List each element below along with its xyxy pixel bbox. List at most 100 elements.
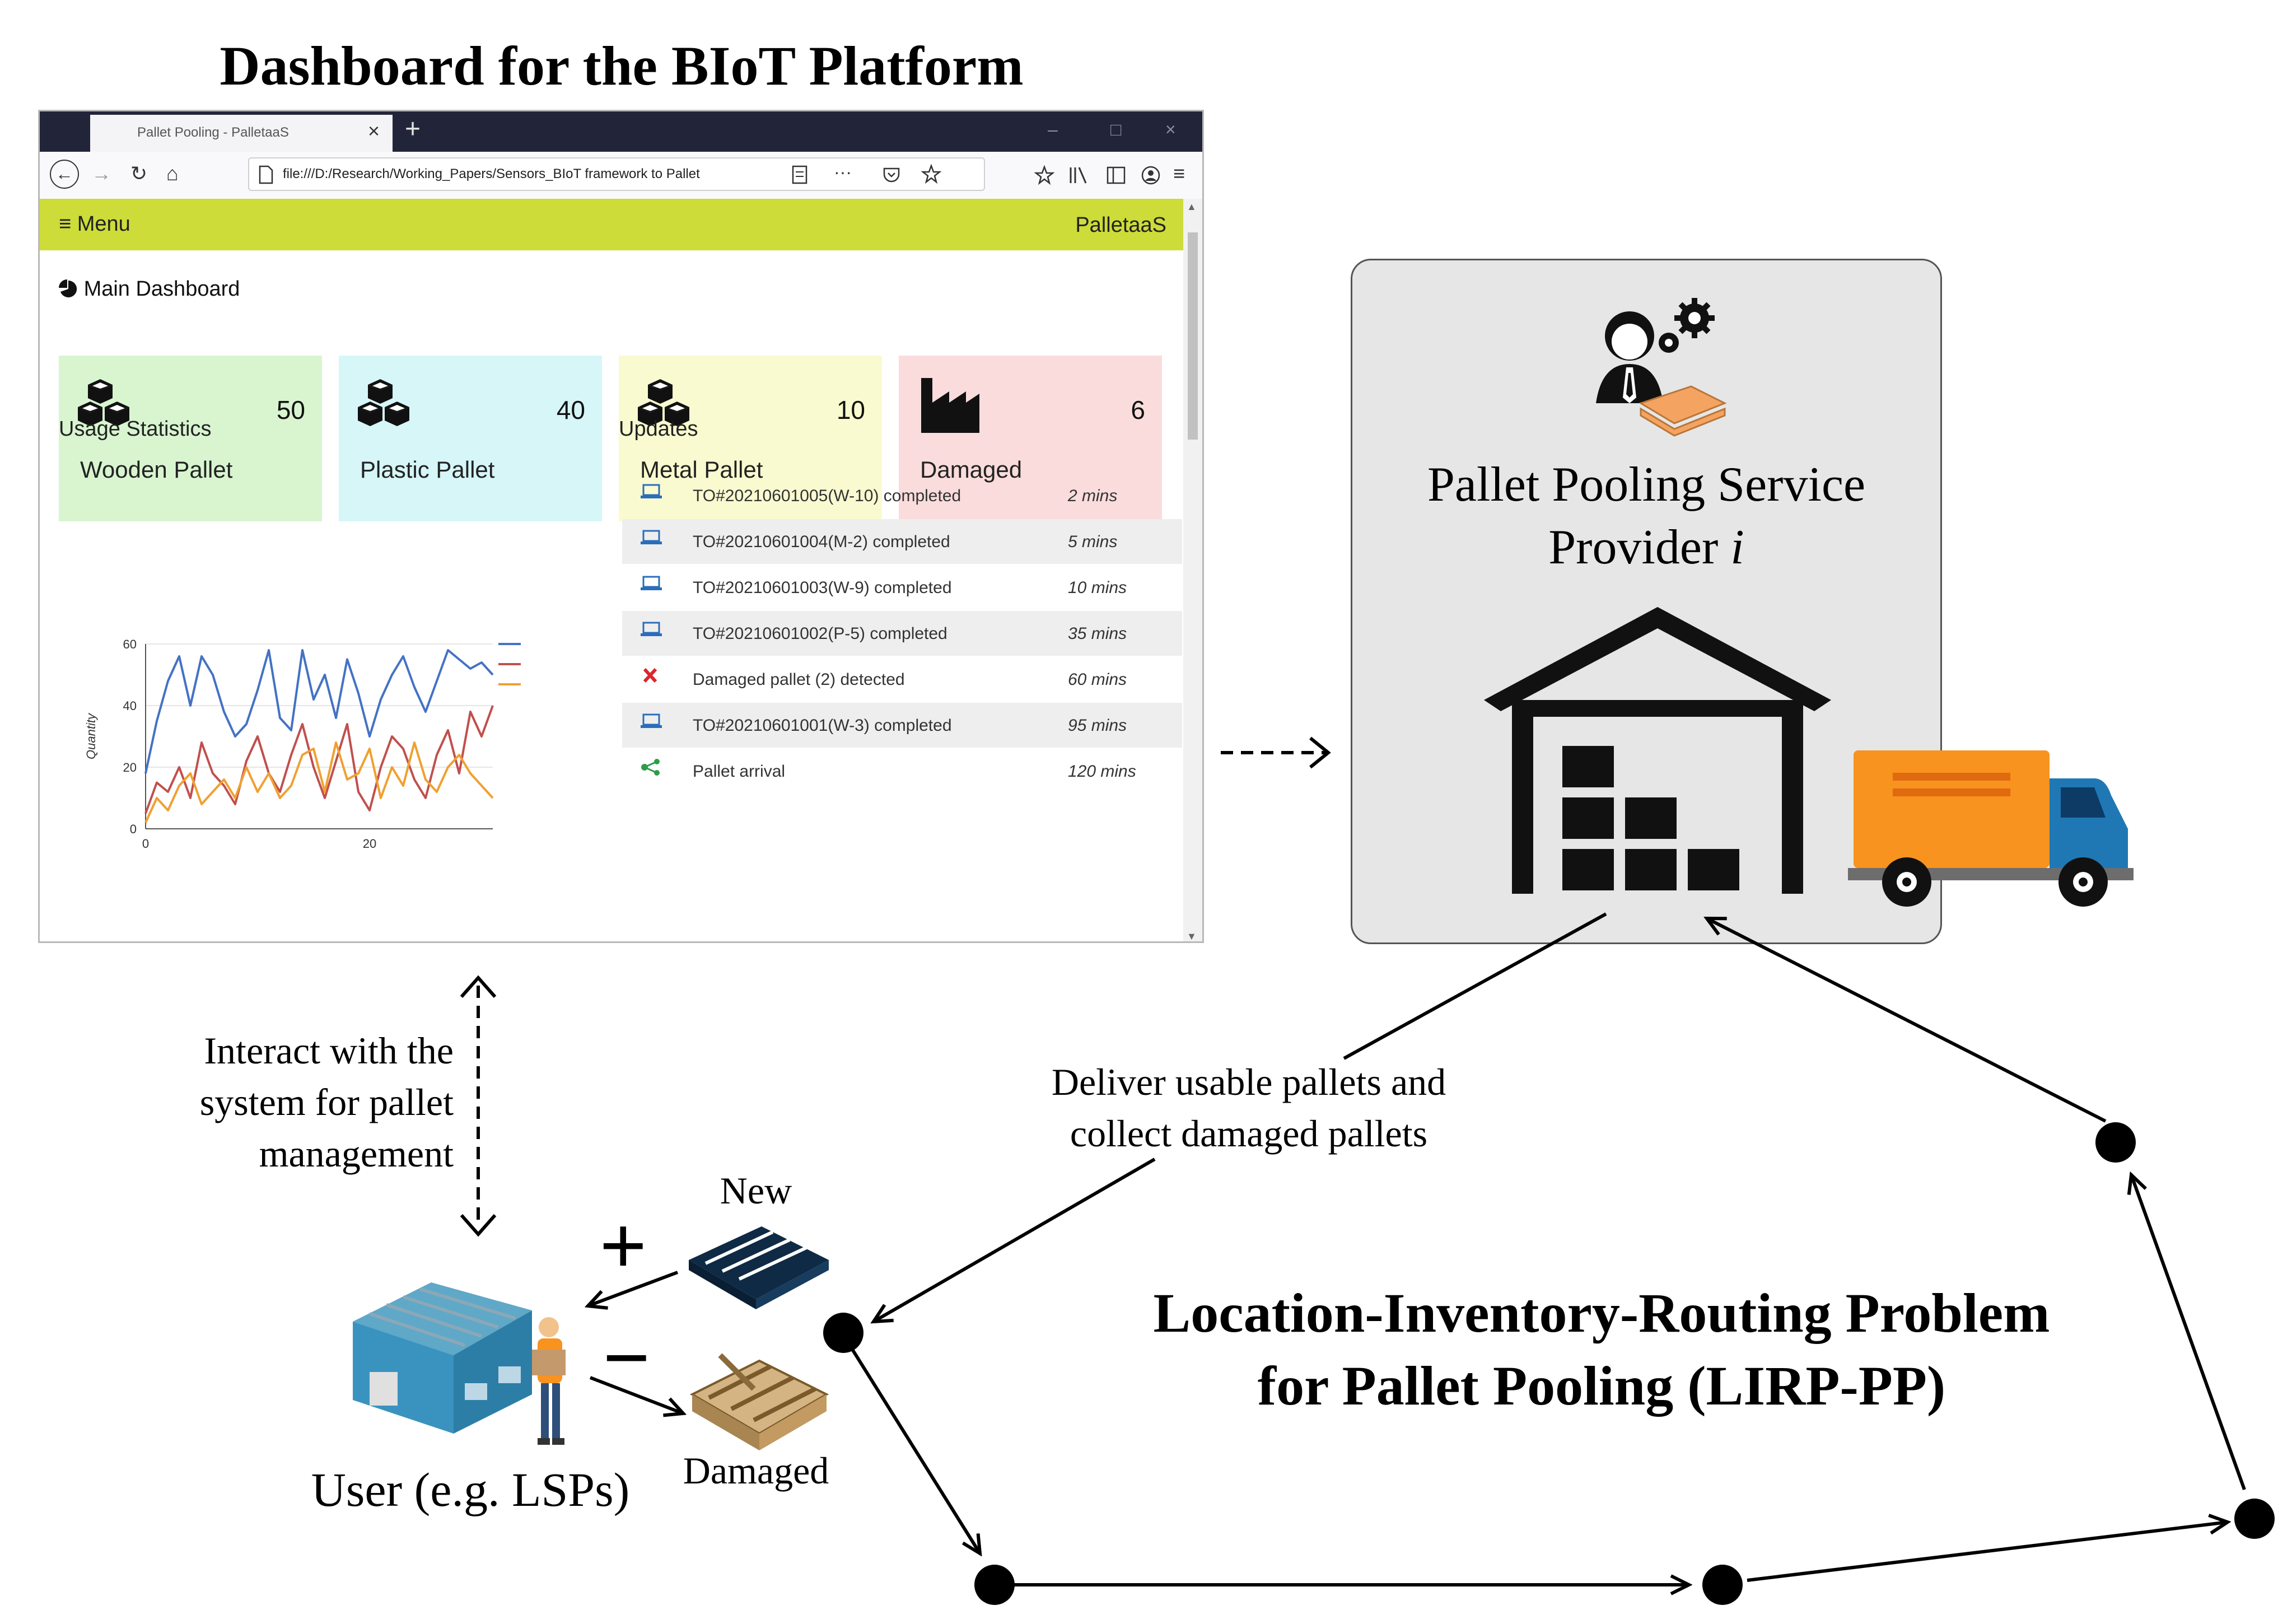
sidebar-icon[interactable]	[1106, 165, 1126, 185]
update-time: 120 mins	[1068, 762, 1136, 781]
update-text: TO#20210601001(W-3) completed	[693, 716, 952, 735]
update-text: Pallet arrival	[693, 762, 786, 781]
update-text: TO#20210601002(P-5) completed	[693, 624, 947, 643]
route-arrow	[2131, 1175, 2246, 1491]
pie-chart-icon	[59, 279, 77, 297]
lirp-title: Location-Inventory-Routing Problem for P…	[1064, 1277, 2139, 1422]
update-text: TO#20210601004(M-2) completed	[693, 533, 950, 551]
update-row[interactable]: TO#20210601003(W-9) completed 10 mins	[622, 565, 1182, 610]
update-time: 60 mins	[1068, 670, 1127, 689]
lirp-title-line2: for Pallet Pooling (LIRP-PP)	[1257, 1355, 1946, 1417]
account-icon[interactable]	[1141, 165, 1161, 185]
interact-label: Interact with the system for pallet mana…	[140, 1025, 454, 1179]
update-text: TO#20210601003(W-9) completed	[693, 578, 952, 597]
library-icon[interactable]	[1068, 165, 1089, 185]
downloads-icon[interactable]	[1034, 165, 1054, 185]
laptop-icon	[640, 621, 662, 643]
browser-tab[interactable]: Pallet Pooling - PalletaaS ×	[90, 115, 393, 152]
browser-tab-bar: Pallet Pooling - PalletaaS × + – □ ×	[40, 111, 1202, 152]
close-window-icon[interactable]: ×	[1165, 119, 1176, 139]
route-node	[1702, 1565, 1743, 1605]
card-label: Damaged	[920, 456, 1023, 483]
user-warehouse-icon	[353, 1282, 566, 1445]
x-tick-label: 20	[363, 837, 376, 851]
brand-label: PalletaaS	[1075, 213, 1166, 237]
pocket-icon[interactable]	[882, 165, 901, 184]
update-time: 5 mins	[1068, 533, 1118, 551]
more-actions-icon[interactable]: ···	[834, 162, 852, 182]
update-time: 2 mins	[1068, 487, 1118, 505]
series-line-W	[144, 649, 494, 774]
usage-statistics-title: Usage Statistics	[59, 417, 212, 441]
new-tab-icon[interactable]: +	[405, 114, 421, 144]
scroll-thumb[interactable]	[1188, 232, 1198, 440]
usage-line-chart: 0204060020DaysQuantityWPM	[84, 637, 521, 851]
url-bar[interactable]: file:///D:/Research/Working_Papers/Senso…	[248, 157, 985, 191]
damaged-label: Damaged	[683, 1449, 829, 1492]
provider-title-line2: Provider i	[1351, 516, 1942, 579]
app-menu-icon[interactable]: ≡	[1173, 162, 1185, 185]
laptop-icon	[640, 713, 662, 735]
back-icon[interactable]: ←	[50, 160, 79, 189]
tab-close-icon[interactable]: ×	[368, 119, 380, 142]
card-label: Metal Pallet	[640, 456, 763, 483]
card-metal-pallet[interactable]: 10 Metal Pallet	[619, 356, 882, 521]
y-axis-label: Quantity	[84, 712, 98, 759]
reader-view-icon[interactable]	[791, 165, 808, 184]
browser-toolbar: ← → ↻ ⌂ file:///D:/Research/Working_Pape…	[40, 152, 1202, 200]
damaged-pallet-icon	[689, 1353, 829, 1450]
deliver-label: Deliver usable pallets and collect damag…	[974, 1056, 1523, 1159]
reload-icon[interactable]: ↻	[130, 162, 148, 185]
page-icon	[259, 165, 273, 184]
update-text: Damaged pallet (2) detected	[693, 670, 905, 689]
update-time: 35 mins	[1068, 624, 1127, 643]
route-arrow	[1707, 918, 2107, 1123]
update-row[interactable]: Pallet arrival 120 mins	[622, 749, 1182, 794]
y-tick-label: 40	[123, 699, 137, 713]
menu-button[interactable]: ≡ Menu	[59, 212, 130, 236]
updates-title: Updates	[619, 417, 698, 441]
lirp-title-line1: Location-Inventory-Routing Problem	[1153, 1282, 2050, 1344]
dashboard-title-text: Main Dashboard	[83, 277, 240, 301]
new-label: New	[720, 1169, 792, 1212]
dashboard-page: ≡ Menu PalletaaS Main Dashboard 50 Woode…	[40, 199, 1183, 941]
series-line-M	[144, 741, 494, 823]
damaged-pallet-arrow	[589, 1376, 683, 1413]
update-row[interactable]: Damaged pallet (2) detected 60 mins	[622, 657, 1182, 702]
provider-index: i	[1730, 520, 1744, 575]
card-count: 6	[1131, 395, 1145, 424]
y-tick-label: 20	[123, 760, 137, 774]
page-scrollbar[interactable]: ▲ ▼	[1183, 199, 1202, 942]
route-arrow	[1747, 1522, 2228, 1582]
card-label: Wooden Pallet	[80, 456, 233, 483]
scroll-up-icon[interactable]: ▲	[1187, 201, 1197, 212]
minimize-icon[interactable]: –	[1048, 119, 1058, 139]
forward-icon[interactable]: →	[91, 162, 111, 185]
browser-window: Pallet Pooling - PalletaaS × + – □ × ← →…	[38, 110, 1204, 943]
update-row[interactable]: TO#20210601004(M-2) completed 5 mins	[622, 519, 1182, 564]
scroll-down-icon[interactable]: ▼	[1187, 931, 1197, 942]
route-node	[823, 1313, 863, 1353]
interact-label-line: system for pallet	[199, 1081, 454, 1123]
x-tick-label: 0	[142, 837, 149, 851]
menu-bar: ≡ Menu PalletaaS	[40, 199, 1183, 250]
route-arrow	[874, 1158, 1156, 1322]
home-icon[interactable]: ⌂	[166, 162, 179, 185]
provider-title: Pallet Pooling Service Provider i	[1351, 454, 1942, 579]
update-row[interactable]: TO#20210601002(P-5) completed 35 mins	[622, 611, 1182, 656]
bookmark-star-icon[interactable]	[921, 164, 941, 184]
update-time: 10 mins	[1068, 578, 1127, 597]
route-arrow	[842, 1334, 980, 1553]
new-pallet-arrow	[588, 1271, 679, 1306]
card-damaged[interactable]: 6 Damaged	[899, 356, 1162, 521]
card-plastic-pallet[interactable]: 40 Plastic Pallet	[339, 356, 602, 521]
share-icon	[640, 759, 662, 781]
maximize-icon[interactable]: □	[1110, 119, 1122, 139]
deliver-label-line: collect damaged pallets	[1070, 1112, 1428, 1155]
plus-sign: +	[599, 1200, 647, 1292]
laptop-icon	[640, 529, 662, 551]
card-wooden-pallet[interactable]: 50 Wooden Pallet	[59, 356, 322, 521]
laptop-icon	[640, 483, 662, 505]
